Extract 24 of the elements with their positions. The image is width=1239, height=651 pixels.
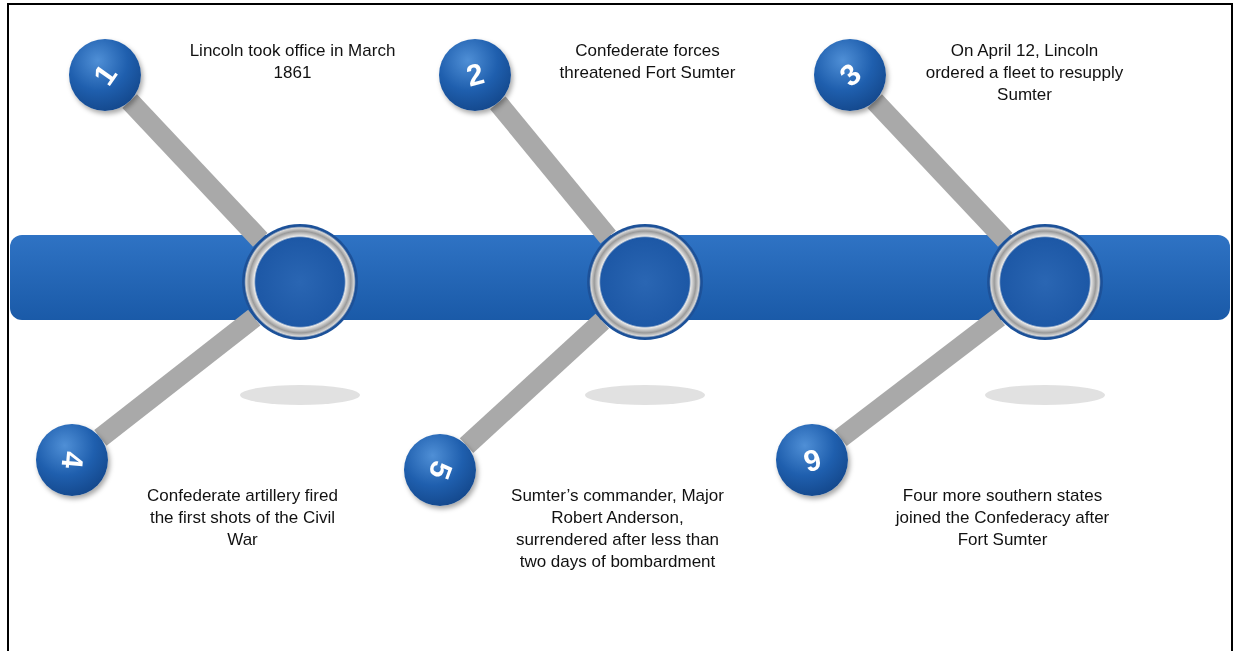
connector-rod: [490, 96, 616, 244]
step-number: 2: [462, 56, 488, 94]
connector-rod: [834, 309, 1005, 447]
step-number: 5: [421, 456, 459, 484]
connector-rod: [122, 94, 268, 247]
event-text: Confederate artillery fired the first shots of the Civil War: [146, 485, 339, 551]
event-text: Confederate forces threatened Fort Sumter: [558, 40, 737, 84]
connector-rod: [867, 94, 1013, 247]
event-text: Four more southern states joined the Confederacy after Fort Sumter: [895, 485, 1110, 551]
step-number: 6: [799, 441, 825, 479]
connector-rod: [459, 313, 609, 454]
number-circle: [404, 434, 476, 506]
event-text: On April 12, Lincoln ordered a fleet to resupply Sumter: [924, 40, 1125, 106]
step-number: 4: [54, 450, 90, 470]
event-text: Sumter’s commander, Major Robert Anderson, surrendered after less than two days of bombardment: [510, 485, 725, 573]
event-text: Lincoln took office in March 1861: [188, 40, 397, 84]
number-circle: [439, 39, 511, 111]
number-circle: [776, 424, 848, 496]
step-number: 3: [832, 56, 868, 94]
number-circle: [36, 424, 108, 496]
step-number: 1: [86, 58, 124, 92]
number-circle: [814, 39, 886, 111]
number-circle: [69, 39, 141, 111]
connector-rod: [94, 309, 261, 446]
